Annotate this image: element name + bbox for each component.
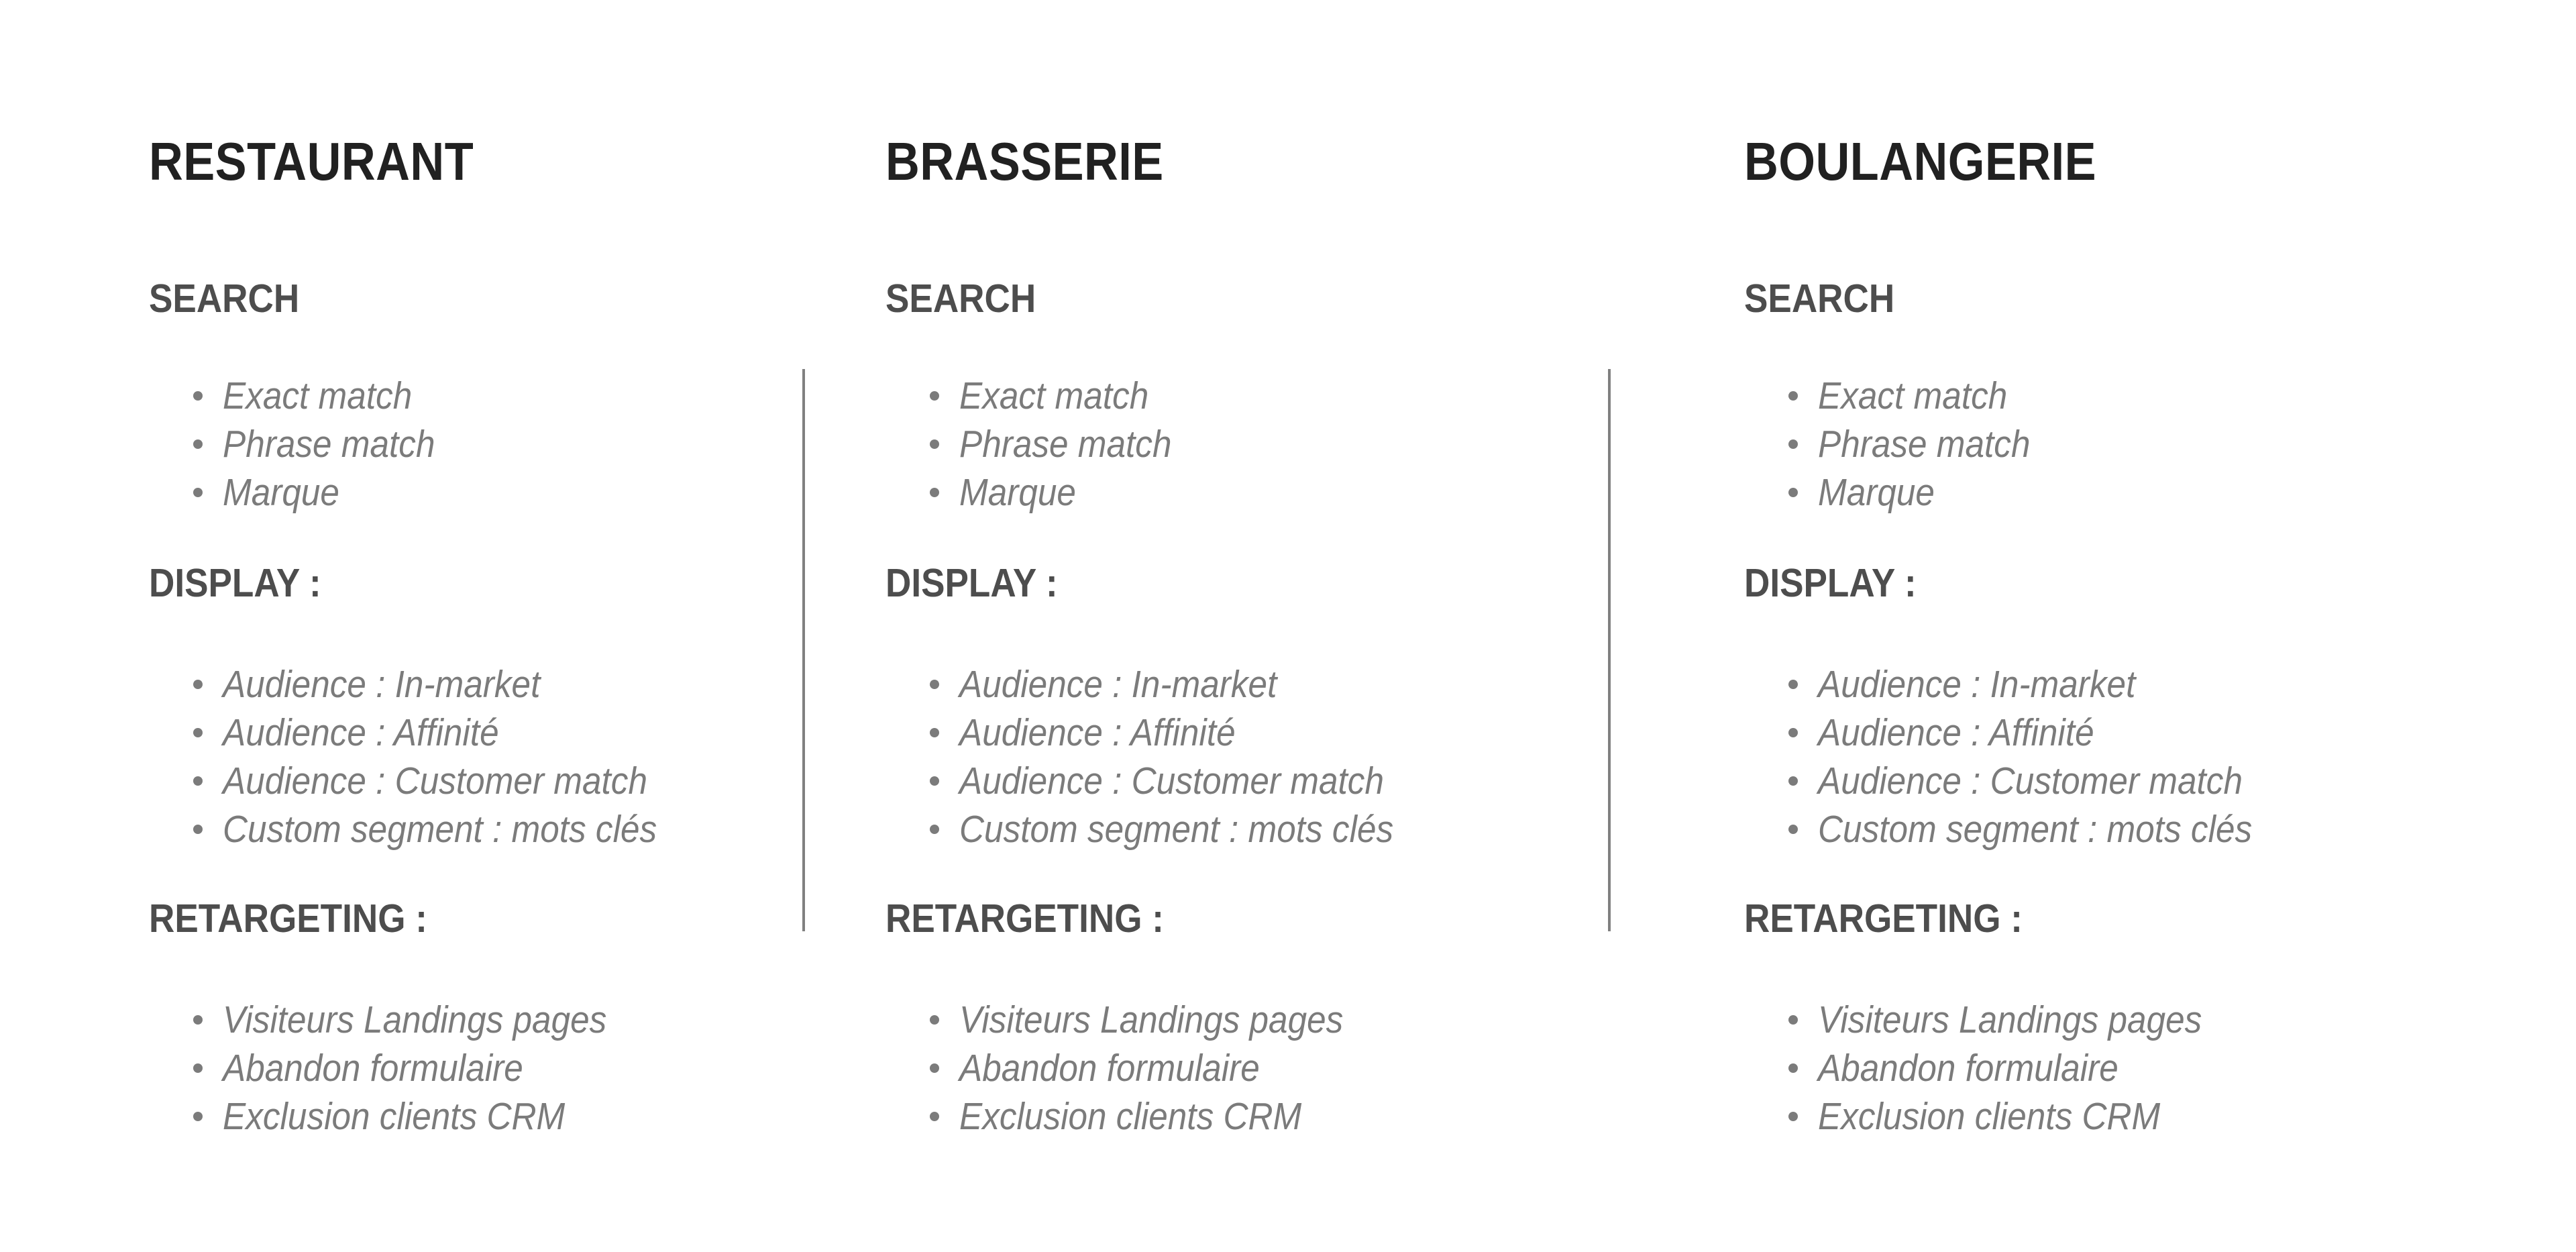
list-item-label: Phrase match xyxy=(959,423,1172,466)
section-search: SEARCH Exact match Phrase match Marque xyxy=(885,278,1637,517)
list-item: Exact match xyxy=(885,372,1637,420)
list-item-label: Marque xyxy=(959,471,1076,514)
list-search: Exact match Phrase match Marque xyxy=(1744,372,2496,517)
list-item-label: Exclusion clients CRM xyxy=(223,1095,566,1138)
section-retargeting: RETARGETING : Visiteurs Landings pages A… xyxy=(149,898,900,1141)
list-item: Phrase match xyxy=(1744,420,2496,468)
list-item-label: Exact match xyxy=(959,374,1149,417)
list-search: Exact match Phrase match Marque xyxy=(149,372,900,517)
list-item-label: Visiteurs Landings pages xyxy=(1818,998,2202,1041)
list-item-label: Marque xyxy=(1818,471,1935,514)
list-item-label: Abandon formulaire xyxy=(223,1047,523,1090)
list-item: Phrase match xyxy=(885,420,1637,468)
list-item: Audience : Customer match xyxy=(885,757,1637,805)
list-item-label: Custom segment : mots clés xyxy=(959,808,1394,851)
section-display: DISPLAY : Audience : In-market Audience … xyxy=(885,562,1637,853)
list-item: Abandon formulaire xyxy=(885,1044,1637,1092)
list-item: Exclusion clients CRM xyxy=(885,1092,1637,1141)
list-item-label: Audience : In-market xyxy=(959,663,1277,706)
list-item-label: Exclusion clients CRM xyxy=(1818,1095,2161,1138)
list-search: Exact match Phrase match Marque xyxy=(885,372,1637,517)
list-item-label: Audience : Affinité xyxy=(1818,711,2094,754)
list-item: Audience : Affinité xyxy=(149,709,900,757)
list-item: Marque xyxy=(149,468,900,517)
list-item: Custom segment : mots clés xyxy=(149,805,900,853)
section-retargeting: RETARGETING : Visiteurs Landings pages A… xyxy=(885,898,1637,1141)
list-item-label: Abandon formulaire xyxy=(1818,1047,2118,1090)
list-item: Audience : Affinité xyxy=(885,709,1637,757)
list-item: Audience : In-market xyxy=(1744,660,2496,709)
list-item: Visiteurs Landings pages xyxy=(885,996,1637,1044)
list-item-label: Audience : Customer match xyxy=(1818,760,2243,802)
list-retargeting: Visiteurs Landings pages Abandon formula… xyxy=(885,996,1637,1141)
list-item: Visiteurs Landings pages xyxy=(1744,996,2496,1044)
list-item: Custom segment : mots clés xyxy=(885,805,1637,853)
list-item-label: Audience : Customer match xyxy=(223,760,647,802)
list-display: Audience : In-market Audience : Affinité… xyxy=(149,660,900,853)
column-title: RESTAURANT xyxy=(149,132,474,191)
list-item-label: Audience : In-market xyxy=(223,663,541,706)
list-item-label: Phrase match xyxy=(1818,423,2031,466)
list-item: Exact match xyxy=(149,372,900,420)
section-search: SEARCH Exact match Phrase match Marque xyxy=(1744,278,2496,517)
list-display: Audience : In-market Audience : Affinité… xyxy=(1744,660,2496,853)
list-item: Marque xyxy=(885,468,1637,517)
list-item: Audience : Affinité xyxy=(1744,709,2496,757)
list-item: Abandon formulaire xyxy=(149,1044,900,1092)
list-item-label: Audience : Affinité xyxy=(959,711,1236,754)
list-item-label: Exact match xyxy=(1818,374,2008,417)
list-item: Phrase match xyxy=(149,420,900,468)
list-item: Exact match xyxy=(1744,372,2496,420)
column-title: BOULANGERIE xyxy=(1744,132,2097,191)
section-heading-search: SEARCH xyxy=(1744,276,1895,321)
list-item-label: Custom segment : mots clés xyxy=(1818,808,2253,851)
section-search: SEARCH Exact match Phrase match Marque xyxy=(149,278,900,517)
list-item-label: Phrase match xyxy=(223,423,435,466)
list-item: Marque xyxy=(1744,468,2496,517)
list-item-label: Exclusion clients CRM xyxy=(959,1095,1302,1138)
list-item: Abandon formulaire xyxy=(1744,1044,2496,1092)
section-heading-retargeting: RETARGETING : xyxy=(1744,896,2023,941)
section-heading-display: DISPLAY : xyxy=(149,561,321,605)
list-item-label: Visiteurs Landings pages xyxy=(959,998,1344,1041)
list-item: Custom segment : mots clés xyxy=(1744,805,2496,853)
column-divider-2 xyxy=(1608,369,1611,931)
column-divider-1 xyxy=(802,369,805,931)
section-heading-display: DISPLAY : xyxy=(885,561,1058,605)
section-display: DISPLAY : Audience : In-market Audience … xyxy=(149,562,900,853)
list-item: Audience : In-market xyxy=(885,660,1637,709)
column-restaurant: RESTAURANT SEARCH Exact match Phrase mat… xyxy=(149,0,900,1252)
list-item: Audience : In-market xyxy=(149,660,900,709)
list-item-label: Visiteurs Landings pages xyxy=(223,998,607,1041)
list-item: Audience : Customer match xyxy=(149,757,900,805)
section-display: DISPLAY : Audience : In-market Audience … xyxy=(1744,562,2496,853)
list-item-label: Audience : Affinité xyxy=(223,711,499,754)
column-title: BRASSERIE xyxy=(885,132,1164,191)
list-item: Exclusion clients CRM xyxy=(1744,1092,2496,1141)
section-heading-retargeting: RETARGETING : xyxy=(149,896,427,941)
list-item: Audience : Customer match xyxy=(1744,757,2496,805)
section-heading-search: SEARCH xyxy=(885,276,1036,321)
section-heading-retargeting: RETARGETING : xyxy=(885,896,1164,941)
column-boulangerie: BOULANGERIE SEARCH Exact match Phrase ma… xyxy=(1744,0,2496,1252)
section-retargeting: RETARGETING : Visiteurs Landings pages A… xyxy=(1744,898,2496,1141)
section-heading-search: SEARCH xyxy=(149,276,300,321)
list-item-label: Abandon formulaire xyxy=(959,1047,1260,1090)
list-item-label: Audience : In-market xyxy=(1818,663,2136,706)
list-item-label: Custom segment : mots clés xyxy=(223,808,657,851)
list-display: Audience : In-market Audience : Affinité… xyxy=(885,660,1637,853)
list-item-label: Audience : Customer match xyxy=(959,760,1384,802)
column-brasserie: BRASSERIE SEARCH Exact match Phrase matc… xyxy=(885,0,1637,1252)
list-item-label: Exact match xyxy=(223,374,413,417)
list-retargeting: Visiteurs Landings pages Abandon formula… xyxy=(1744,996,2496,1141)
section-heading-display: DISPLAY : xyxy=(1744,561,1917,605)
list-item: Visiteurs Landings pages xyxy=(149,996,900,1044)
list-item-label: Marque xyxy=(223,471,339,514)
list-item: Exclusion clients CRM xyxy=(149,1092,900,1141)
list-retargeting: Visiteurs Landings pages Abandon formula… xyxy=(149,996,900,1141)
